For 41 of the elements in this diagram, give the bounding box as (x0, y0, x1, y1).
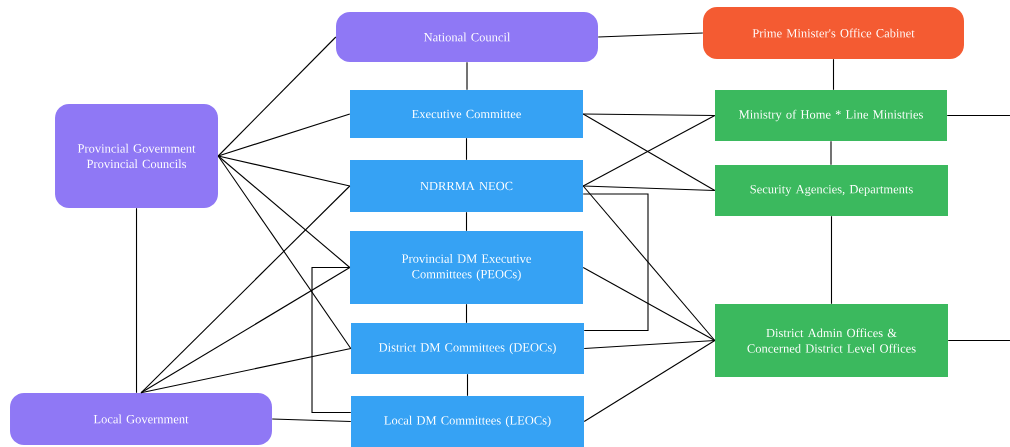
connector-line (583, 339, 716, 423)
connector-line (582, 266, 716, 342)
rounded-box: National Council (336, 12, 598, 62)
connector-line (582, 185, 716, 342)
connector-line (217, 155, 352, 350)
connector-line (582, 185, 716, 192)
connector-line (311, 266, 352, 414)
connector-line (947, 339, 1010, 342)
connector-line (582, 113, 716, 117)
process-box: Local DM Committees (LEOCs) (351, 396, 584, 447)
connector-line (140, 347, 352, 394)
connector-line (140, 185, 351, 394)
connector-line (583, 339, 716, 350)
connector-line (830, 215, 833, 305)
connector-line (597, 32, 704, 38)
connector-line (465, 303, 468, 324)
connector-line (465, 137, 468, 161)
process-box: Executive Committee (350, 90, 583, 138)
connector-line (466, 61, 468, 91)
connector-line (465, 211, 468, 232)
process-box: NDRRMA NEOC (350, 160, 583, 212)
connector-line (466, 373, 469, 397)
process-box: District Admin Offices & Concerned District Level Offices (715, 304, 948, 377)
connector-line (217, 36, 337, 157)
connector-line (830, 140, 832, 166)
connector-line (140, 266, 351, 394)
process-box: Security Agencies, Departments (715, 165, 948, 216)
connector-line (135, 207, 138, 394)
rounded-box: Provincial Government Provincial Councils (55, 104, 218, 208)
connector-line (832, 58, 835, 91)
rounded-box: Prime Minister's Office Cabinet (703, 7, 964, 59)
rounded-box: Local Government (10, 393, 272, 445)
process-box: District DM Committees (DEOCs) (351, 323, 584, 374)
connector-line (946, 114, 1010, 117)
process-box: Ministry of Home * Line Ministries (715, 90, 947, 141)
process-box: Provincial DM Executive Committees (PEOCs) (350, 231, 583, 304)
connector-line (217, 113, 351, 157)
connector-line (217, 155, 351, 269)
connector-line (217, 155, 351, 187)
connector-line (582, 193, 649, 332)
connector-line (271, 418, 352, 423)
